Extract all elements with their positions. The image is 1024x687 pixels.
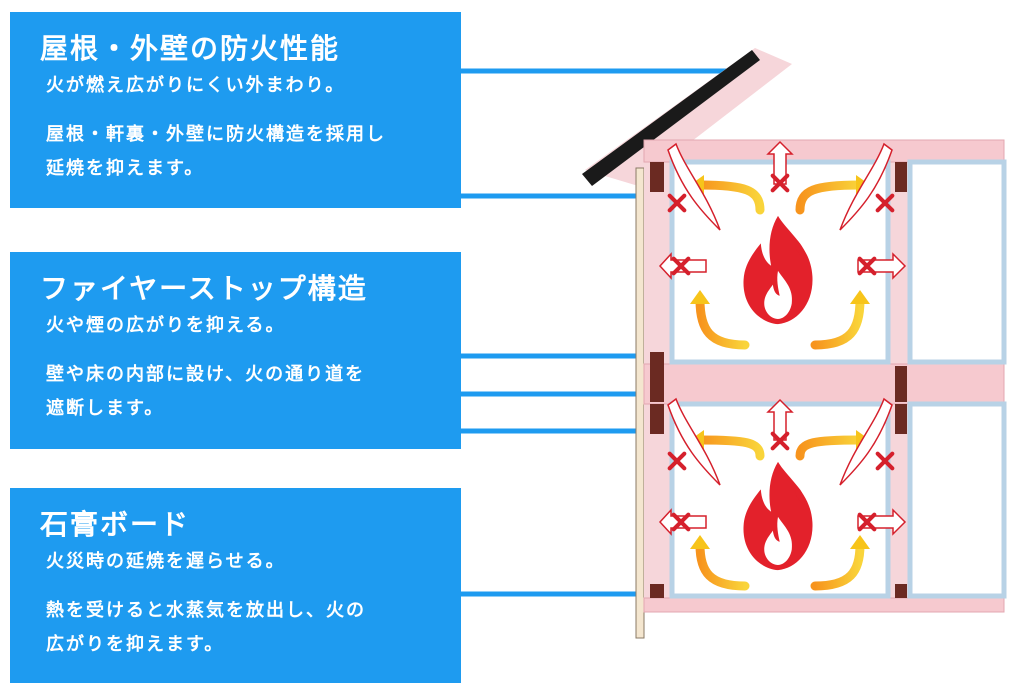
roof-wall-fire-panel: 屋根・外壁の防火性能 火が燃え広がりにくい外まわり。 屋根・軒裏・外壁に防火構造… <box>10 12 461 208</box>
panel-subtitle: 火が燃え広がりにくい外まわり。 <box>46 75 346 96</box>
firestop-structure-panel: ファイヤーストップ構造 火や煙の広がりを抑える。 壁や床の内部に設け、火の通り道… <box>10 252 461 449</box>
blocked-arrow-icon <box>839 142 893 231</box>
fire-lower <box>658 397 907 591</box>
gypsum-room-right-upper <box>907 159 1007 365</box>
blocked-arrow-icon <box>667 142 721 231</box>
gypsum-board-panel: 石膏ボード 火災時の延焼を遅らせる。 熱を受けると水蒸気を放出し、火の 広がりを… <box>10 488 461 683</box>
description-line: 屋根・軒裏・外壁に防火構造を採用し <box>46 124 386 145</box>
description-line: 熱を受けると水蒸気を放出し、火の <box>46 600 366 621</box>
description-line: 遮断します。 <box>46 398 165 419</box>
description-line: 広がりを抑えます。 <box>46 634 225 655</box>
panel-title: ファイヤーストップ構造 <box>40 272 368 305</box>
firestop-blocks <box>650 162 907 598</box>
fire-upper <box>658 140 907 350</box>
blocked-arrow-icon <box>667 397 721 486</box>
panel-subtitle: 火災時の延焼を遅らせる。 <box>46 551 286 572</box>
gypsum-room-right-lower <box>907 401 1007 599</box>
panel-description: 熱を受けると水蒸気を放出し、火の 広がりを抑えます。 <box>46 594 441 662</box>
panel-title: 屋根・外壁の防火性能 <box>40 32 341 65</box>
panel-title: 石膏ボード <box>40 508 191 541</box>
description-line: 延焼を抑えます。 <box>46 158 205 179</box>
exterior-wall <box>635 167 645 639</box>
panel-description: 屋根・軒裏・外壁に防火構造を採用し 延焼を抑えます。 <box>46 118 441 186</box>
panel-subtitle: 火や煙の広がりを抑える。 <box>46 315 286 336</box>
panel-description: 壁や床の内部に設け、火の通り道を 遮断します。 <box>46 358 441 426</box>
description-line: 壁や床の内部に設け、火の通り道を <box>46 364 366 385</box>
blocked-arrow-icon <box>839 397 893 486</box>
roof <box>582 48 792 186</box>
